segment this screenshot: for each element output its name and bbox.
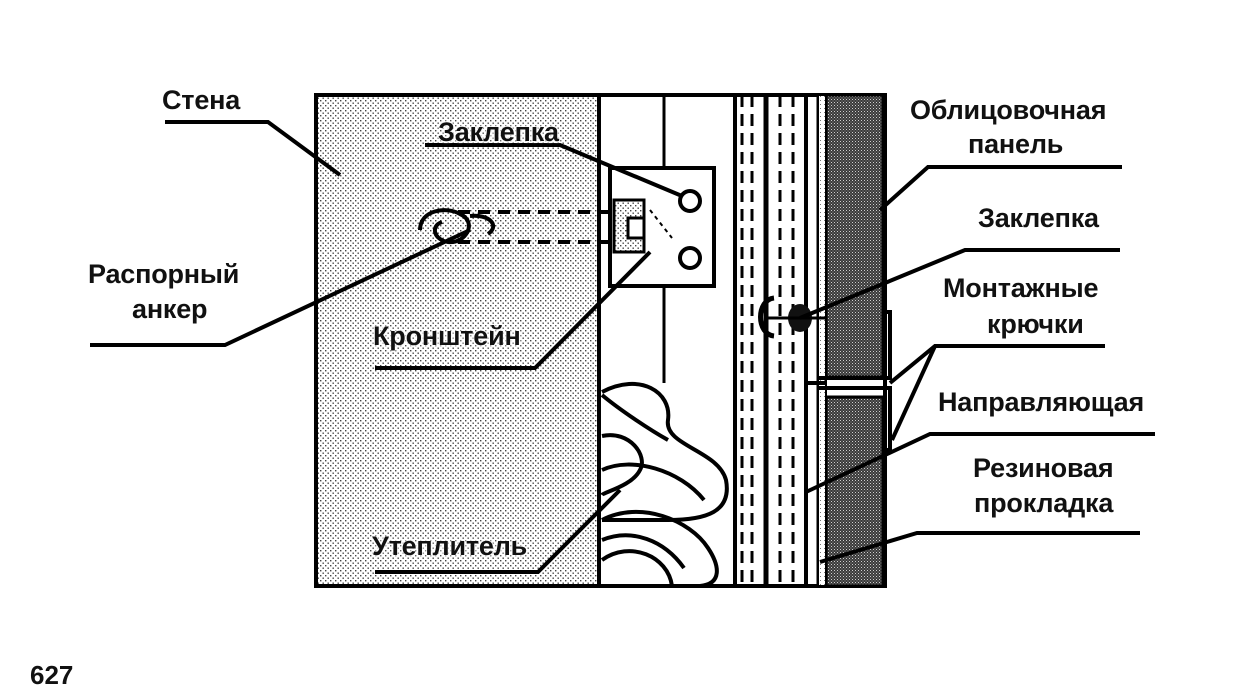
label-bracket: Кронштейн [373,321,521,351]
facade-section-diagram [90,93,1155,588]
label-gasket-line2: прокладка [974,488,1114,518]
label-guide: Направляющая [938,387,1145,417]
label-wall: Стена [162,85,241,115]
label-rivet-right: Заклепка [978,203,1099,233]
label-panel-line2: панель [968,129,1064,159]
cladding-panel-upper [824,93,885,379]
leader-lines [90,120,1155,574]
label-hooks-line2: крючки [987,309,1084,339]
cladding-panel-lower [824,395,885,588]
rubber-gasket [817,94,827,587]
label-gasket-line1: Резиновая [973,453,1114,483]
label-hooks-line1: Монтажные [943,273,1099,303]
label-rivet-left: Заклепка [438,117,559,147]
bracket [608,166,716,288]
label-anchor-line2: анкер [132,294,208,324]
label-insulation: Утеплитель [372,531,528,561]
insulation-waves [600,381,729,588]
guide-rail [740,95,820,586]
page-number-fragment: 627 [30,660,74,690]
label-anchor-line1: Распорный [88,259,240,289]
wall-block [314,93,601,588]
mounting-hooks [806,310,892,452]
label-panel-line1: Облицовочная [910,95,1107,125]
